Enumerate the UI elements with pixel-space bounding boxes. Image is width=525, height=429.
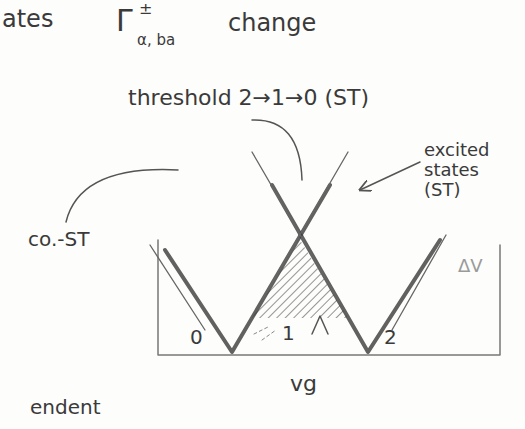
dashed-mark [254, 326, 276, 340]
axis-label: vg [290, 372, 317, 396]
partial-word: ates [2, 6, 53, 32]
threshold-note: threshold 2→1→0 (ST) [128, 86, 369, 110]
charge-number: 1 [282, 322, 295, 344]
partial-word: endent [30, 396, 101, 418]
diamond-edge [272, 185, 440, 352]
excited-states-note: excited states (ST) [424, 140, 514, 199]
leader-line [252, 120, 302, 180]
excited-state-line [262, 152, 348, 300]
excited-state-line [150, 245, 205, 330]
diamond-edge [165, 185, 330, 352]
excited-state-line [252, 152, 338, 300]
axes-frame [158, 240, 500, 355]
leader-line [66, 170, 178, 222]
symbol: Γ [116, 4, 133, 37]
superscript: ± [139, 0, 152, 18]
axis-label: ΔV [458, 256, 483, 276]
peak-mark [312, 316, 328, 334]
charge-number: 2 [384, 326, 397, 348]
subscript: α, ba [137, 32, 175, 49]
co-st-note: co.-ST [28, 228, 89, 250]
note-word: change [228, 10, 316, 36]
excited-state-line [392, 235, 446, 330]
charge-number: 0 [190, 326, 203, 348]
pointer-arrow [360, 162, 420, 190]
hatched-region [252, 240, 348, 318]
